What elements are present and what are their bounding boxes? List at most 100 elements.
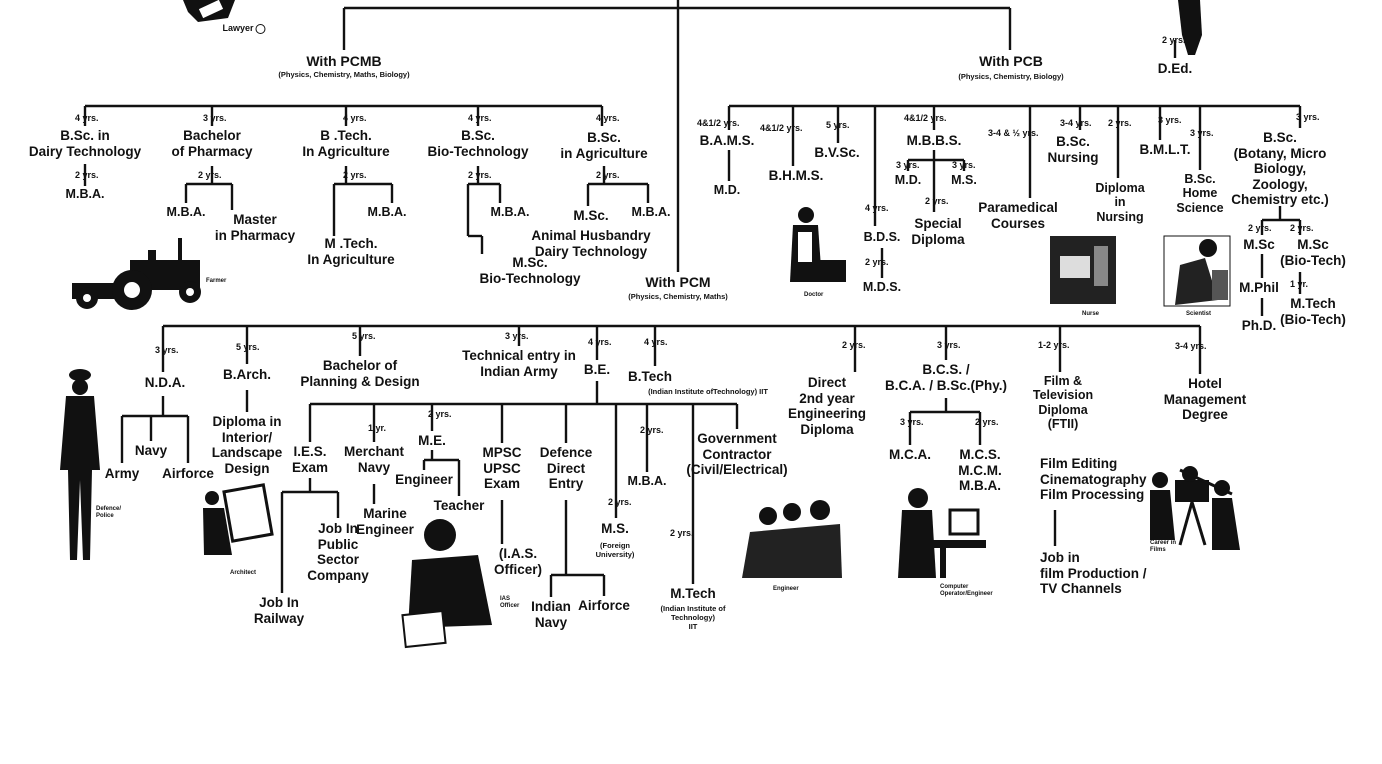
planning-node: Bachelor of Planning & Design	[300, 358, 420, 389]
agri-mba-node: M.B.A.	[631, 205, 671, 219]
bams-md-node: M.D.	[713, 183, 741, 197]
interior-diploma-node: Diploma in Interior/ Landscape Design	[211, 414, 283, 476]
mtech-iit-subtitle: (Indian Institute of Technology) IIT	[660, 604, 726, 631]
dur-tech-army: 3 yrs.	[505, 331, 529, 341]
career-films-caption: Career in Films	[1150, 540, 1177, 553]
bds-node: B.D.S.	[863, 230, 901, 244]
dur-mtech-bio: 1 yr.	[1290, 279, 1309, 289]
mtech-agri-node: M .Tech. In Agriculture	[307, 236, 395, 267]
doctor-caption: Doctor	[804, 292, 824, 298]
marine-engineer-node: Marine Engineer	[356, 506, 414, 537]
dur-be-mba: 2 yrs.	[640, 425, 664, 435]
diploma-nursing-node: Diploma in Nursing	[1095, 181, 1145, 224]
defence-node: Defence Direct Entry	[539, 445, 593, 492]
bsc-botany-node: B.Sc. (Botany, Micro Biology, Zoology, C…	[1231, 130, 1329, 208]
pharmacy-master-node: Master in Pharmacy	[214, 212, 296, 243]
btech-agri-node: B .Tech. In Agriculture	[302, 128, 390, 159]
dur-mbbs-md: 3 yrs.	[896, 160, 920, 170]
pcm-node: With PCM	[645, 274, 711, 290]
dur-nda: 3 yrs.	[155, 345, 179, 355]
dur-mtech-iit: 2 yrs.	[670, 528, 694, 538]
connector-lines	[83, 0, 1302, 597]
engineer-node: Engineer	[395, 472, 453, 487]
hotel-node: Hotel Management Degree	[1163, 376, 1247, 423]
job-railway-node: Job In Railway	[253, 595, 305, 626]
soldier-illustration	[60, 369, 100, 560]
biotech-node: B.Sc. Bio-Technology	[427, 128, 529, 159]
dur-mbbs-ms: 3 yrs.	[952, 160, 976, 170]
ies-node: I.E.S. Exam	[291, 444, 329, 475]
dur-home: 3 yrs.	[1190, 128, 1214, 138]
indian-navy-node: Indian Navy	[531, 599, 571, 630]
nurse-caption: Nurse	[1082, 311, 1100, 317]
dur-bcs: 3 yrs.	[937, 340, 961, 350]
mphil-node: M.Phil	[1239, 280, 1279, 295]
dur-ms: 2 yrs.	[608, 497, 632, 507]
defence-police-caption: Defence/ Police	[96, 506, 122, 519]
airforce2-node: Airforce	[578, 598, 630, 613]
pcmb-node: With PCMB	[306, 53, 382, 69]
dur-merchant: 1 yr.	[368, 423, 387, 433]
architect-illustration	[203, 483, 274, 555]
bvsc-node: B.V.Sc.	[814, 145, 860, 160]
navy-node: Navy	[134, 443, 168, 458]
dur-bsc-agri-pg: 2 yrs.	[596, 170, 620, 180]
dur-biotech-pg: 2 yrs.	[468, 170, 492, 180]
bhms-node: B.H.M.S.	[768, 168, 824, 183]
dur-bmlt: 3 yrs.	[1158, 115, 1182, 125]
nda-node: N.D.A.	[144, 375, 186, 390]
illustrations	[60, 0, 1240, 649]
tractor-illustration	[72, 238, 201, 310]
dur-pharm: 3 yrs.	[203, 113, 227, 123]
dur-btech-agri: 4 yrs.	[343, 113, 367, 123]
ded-node: D.Ed.	[1157, 61, 1193, 76]
bsc-nursing-node: B.Sc. Nursing	[1047, 134, 1099, 165]
home-science-node: B.Sc. Home Science	[1176, 172, 1224, 215]
be-mba-node: M.B.A.	[627, 474, 667, 488]
dur-hotel: 3-4 yrs.	[1175, 341, 1207, 351]
mtech-biotech-node: M.Tech (Bio-Tech)	[1280, 296, 1346, 327]
dur-direct: 2 yrs.	[842, 340, 866, 350]
scientist-caption: Scientist	[1186, 311, 1212, 317]
architect-caption: Architect	[230, 570, 257, 576]
msc-biotech2-node: M.Sc (Bio-Tech)	[1280, 237, 1346, 268]
mbbs-md-node: M.D.	[894, 173, 922, 187]
dur-btech-agri-pg: 2 yrs.	[343, 170, 367, 180]
army-node: Army	[104, 466, 140, 481]
mbbs-node: M.B.B.S.	[906, 133, 962, 148]
teacher-node: Teacher	[433, 498, 485, 513]
dur-msc: 2 yrs.	[1248, 223, 1272, 233]
engineer-caption: Engineer	[773, 586, 799, 592]
pcb-node: With PCB	[979, 53, 1043, 69]
special-diploma-node: Special Diploma	[911, 216, 965, 247]
ms-foreign-subtitle: (Foreign University)	[595, 541, 635, 559]
btech-iit-subtitle: (Indian Institute ofTechnology) IIT	[648, 387, 768, 396]
job-public-node: Job In Public Sector Company	[307, 521, 369, 583]
agri-msc-node: M.Sc.	[573, 208, 609, 223]
dur-dairy: 4 yrs.	[75, 113, 99, 123]
tech-army-node: Technical entry in Indian Army	[462, 348, 576, 379]
scientist-illustration	[1163, 235, 1231, 307]
mcs-node: M.C.S. M.C.M. M.B.A.	[958, 447, 1002, 494]
dur-mds: 2 yrs.	[865, 257, 889, 267]
animal-husbandry-node: Animal Husbandry Dairy Technology	[531, 228, 651, 259]
me-node: M.E.	[418, 433, 446, 448]
ias-officer-caption: IAS Officer	[500, 596, 520, 609]
film-diploma-node: Film & Television Diploma (FTII)	[1032, 374, 1094, 432]
biotech-mba-node: M.B.A.	[490, 205, 530, 219]
dur-special: 2 yrs.	[925, 196, 949, 206]
bmlt-node: B.M.L.T.	[1139, 142, 1191, 157]
film-camera-illustration	[1150, 466, 1240, 550]
computer-operator-illustration	[898, 488, 986, 578]
film-editing-node: Film Editing Cinematography Film Process…	[1040, 456, 1147, 503]
dur-biotech: 4 yrs.	[468, 113, 492, 123]
msc-node: M.Sc	[1243, 237, 1275, 252]
bams-node: B.A.M.S.	[699, 133, 755, 148]
doctor-illustration	[790, 207, 846, 282]
phd-node: Ph.D.	[1241, 318, 1277, 333]
dur-bsc-agri: 4 yrs.	[596, 113, 620, 123]
dur-mbbs: 4&1/2 yrs.	[904, 113, 947, 123]
dur-nursing: 3-4 yrs.	[1060, 118, 1092, 128]
barch-node: B.Arch.	[222, 367, 272, 382]
